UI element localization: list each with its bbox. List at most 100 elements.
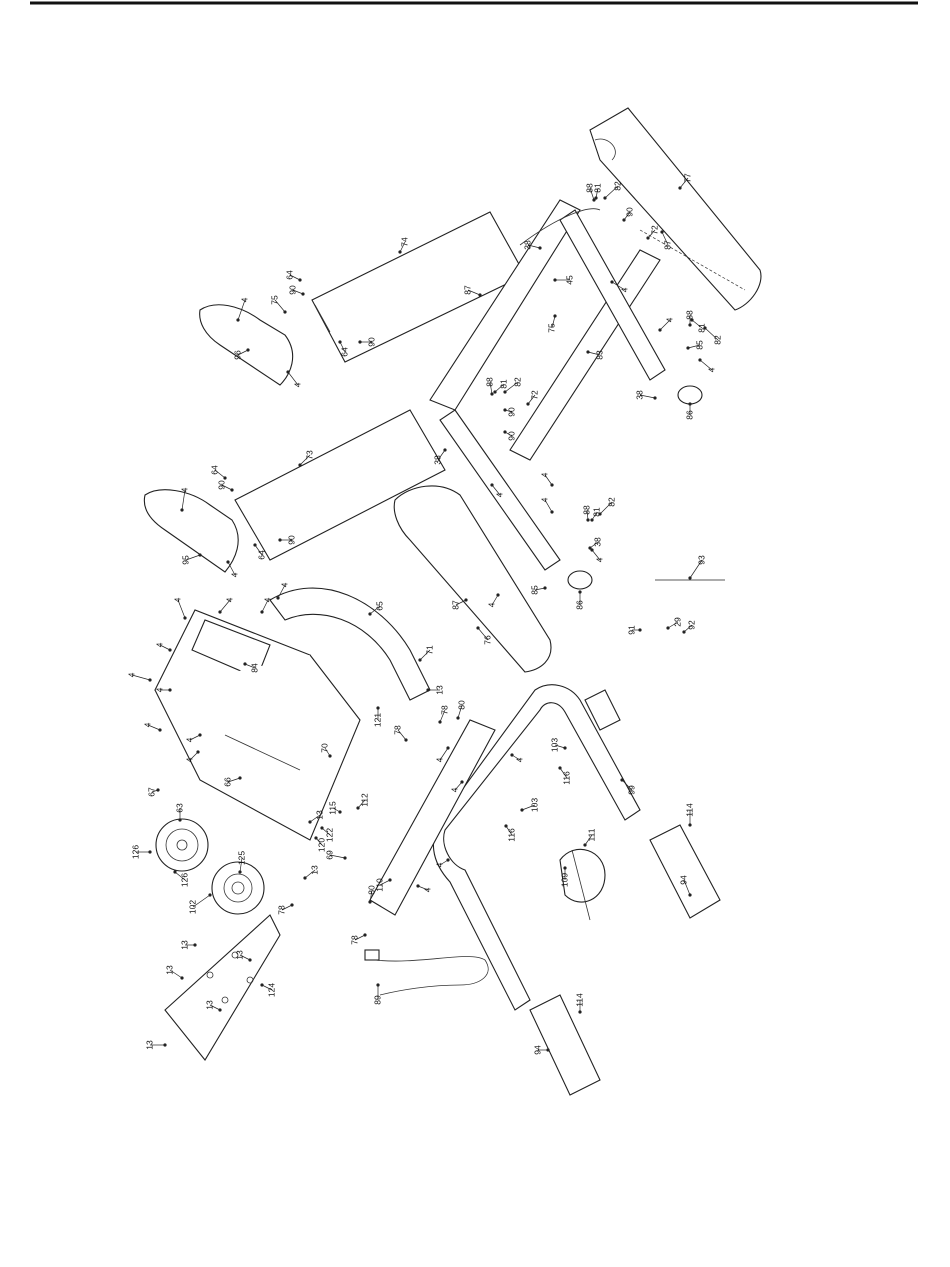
callout-leader xyxy=(489,381,493,395)
callout-label-126: 126 xyxy=(130,845,140,859)
callout-leader xyxy=(491,484,501,496)
callout-label-83: 83 xyxy=(594,350,604,360)
fastener-mark xyxy=(246,348,250,352)
callout-leader xyxy=(177,599,186,619)
callout-leader xyxy=(679,177,689,189)
callout-leader xyxy=(521,804,536,811)
fastener-mark xyxy=(148,678,152,682)
fastener-mark xyxy=(343,856,347,860)
fastener-mark xyxy=(301,292,305,296)
callout-leader xyxy=(604,185,619,199)
fastener-mark xyxy=(658,328,662,332)
fastener-mark xyxy=(478,293,482,297)
callout-label-115: 115 xyxy=(327,801,337,815)
callout-label-78: 78 xyxy=(439,705,449,715)
fastener-mark xyxy=(418,658,422,662)
fastener-mark xyxy=(308,820,312,824)
callout-leader xyxy=(189,751,199,761)
callout-label-4: 4 xyxy=(619,287,629,292)
callout-leader xyxy=(494,383,505,393)
treadmill-console-assembly-drawing xyxy=(143,107,762,1096)
callout-label-78: 78 xyxy=(392,725,402,735)
fastener-mark xyxy=(558,766,562,770)
fastener-mark xyxy=(553,278,557,282)
callout-label-64: 64 xyxy=(209,465,219,475)
fastener-mark xyxy=(446,746,450,750)
callout-leader xyxy=(227,561,236,576)
callout-leader xyxy=(185,554,201,561)
callout-leader xyxy=(214,469,226,479)
callout-leader xyxy=(227,777,241,783)
bracket-110 xyxy=(369,719,496,916)
callout-label-65: 65 xyxy=(374,601,384,611)
callout-leader xyxy=(369,889,373,903)
callout-label-4: 4 xyxy=(434,862,444,867)
fastener-mark xyxy=(198,733,202,737)
callout-leader xyxy=(304,869,316,879)
fastener-mark xyxy=(592,198,596,202)
fastener-mark xyxy=(156,788,160,792)
fastener-mark xyxy=(260,610,264,614)
fastener-mark xyxy=(303,876,307,880)
fastener-mark xyxy=(243,662,247,666)
base-frame-83 xyxy=(429,199,666,571)
fastener-mark xyxy=(550,483,554,487)
cover-96 xyxy=(199,304,294,386)
fastener-mark xyxy=(590,518,594,522)
fastener-mark xyxy=(208,893,212,897)
callout-label-88: 88 xyxy=(584,183,594,193)
callout-label-45: 45 xyxy=(564,275,574,285)
fastener-mark xyxy=(510,753,514,757)
callout-leader xyxy=(239,857,243,873)
callout-label-73: 73 xyxy=(304,450,314,460)
callout-label-87: 87 xyxy=(662,240,672,250)
fastener-mark xyxy=(320,826,324,830)
callout-leader xyxy=(599,501,613,515)
fastener-mark xyxy=(223,476,227,480)
callout-label-94: 94 xyxy=(678,875,688,885)
fastener-mark xyxy=(490,483,494,487)
fastener-mark xyxy=(260,983,264,987)
callout-label-82: 82 xyxy=(606,497,616,507)
fastener-mark xyxy=(438,720,442,724)
fastener-mark xyxy=(550,510,554,514)
callout-label-93: 93 xyxy=(696,555,706,565)
callout-leader xyxy=(299,454,311,466)
fastener-mark xyxy=(563,746,567,750)
callout-leader xyxy=(287,371,299,386)
callout-leader xyxy=(586,509,589,521)
fastener-mark xyxy=(443,448,447,452)
callout-leader xyxy=(147,724,161,731)
callout-leader xyxy=(689,559,703,579)
fastener-mark xyxy=(496,593,500,597)
grip-94-right xyxy=(649,824,721,919)
fastener-mark xyxy=(464,598,468,602)
callout-label-72: 72 xyxy=(649,225,659,235)
callout-label-4: 4 xyxy=(434,757,444,762)
callout-leader xyxy=(419,649,431,661)
fastener-mark xyxy=(363,933,367,937)
fastener-mark xyxy=(426,688,430,692)
callout-label-124: 124 xyxy=(266,983,276,997)
callout-leader xyxy=(683,879,691,896)
callout-leader xyxy=(209,1004,221,1011)
callout-label-4: 4 xyxy=(239,297,249,302)
callout-label-112: 112 xyxy=(359,793,369,807)
callout-label-4: 4 xyxy=(594,557,604,562)
fastener-mark xyxy=(416,884,420,888)
callout-leader xyxy=(554,744,566,749)
fastener-mark xyxy=(688,893,692,897)
callout-label-126: 126 xyxy=(179,873,189,887)
callout-label-4: 4 xyxy=(126,672,136,677)
callout-label-78: 78 xyxy=(349,935,359,945)
callout-leader xyxy=(621,779,633,791)
handrail-99 xyxy=(432,684,641,1011)
callout-leader xyxy=(457,704,463,719)
callout-leader xyxy=(244,663,256,669)
fastener-mark xyxy=(238,870,242,874)
fastener-mark xyxy=(158,728,162,732)
callout-label-13: 13 xyxy=(314,810,324,820)
fastener-mark xyxy=(490,392,494,396)
